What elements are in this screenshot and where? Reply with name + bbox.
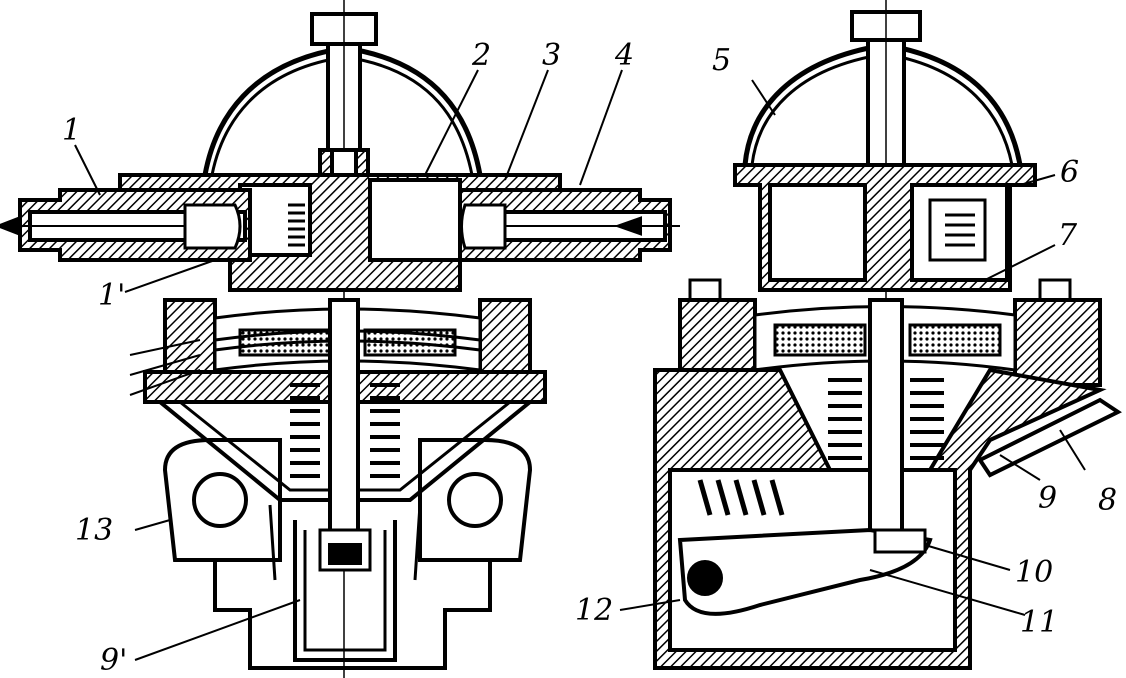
callout-labels: 1 1' 2 3 4 5 6 7 8 9 9' 10 11 12 13	[62, 38, 1117, 678]
callout-5: 5	[712, 43, 731, 78]
callout-1-prime: 1'	[98, 278, 125, 313]
outlet-pipe	[0, 188, 252, 262]
callout-9: 9	[1038, 481, 1057, 516]
callout-4: 4	[614, 38, 634, 73]
callout-12: 12	[575, 593, 613, 628]
callout-1: 1	[62, 113, 81, 148]
callout-8: 8	[1098, 483, 1117, 518]
right-diaphragm-spring	[828, 378, 944, 460]
right-valve-spring	[945, 213, 975, 247]
left-diaphragm-rod	[328, 298, 360, 542]
left-mounting-flange	[162, 438, 282, 562]
left-outlet-valve-spring	[288, 203, 305, 247]
callout-3: 3	[542, 38, 561, 73]
callout-7: 7	[1058, 218, 1078, 253]
callout-10: 10	[1015, 555, 1053, 590]
right-section-view	[653, 0, 1122, 670]
left-section-view	[0, 0, 680, 678]
callout-11: 11	[1020, 605, 1058, 640]
leader-lines	[74, 69, 1086, 661]
callout-2: 2	[471, 38, 491, 73]
callout-13: 13	[75, 513, 113, 548]
callout-6: 6	[1060, 155, 1079, 190]
priming-lever	[977, 397, 1122, 478]
callout-9-prime: 9'	[100, 643, 127, 678]
left-diaphragm-spring	[290, 383, 400, 478]
rocker-return-spring	[697, 479, 785, 516]
left-lower-housing	[213, 560, 492, 670]
inlet-pipe-left	[458, 188, 680, 262]
